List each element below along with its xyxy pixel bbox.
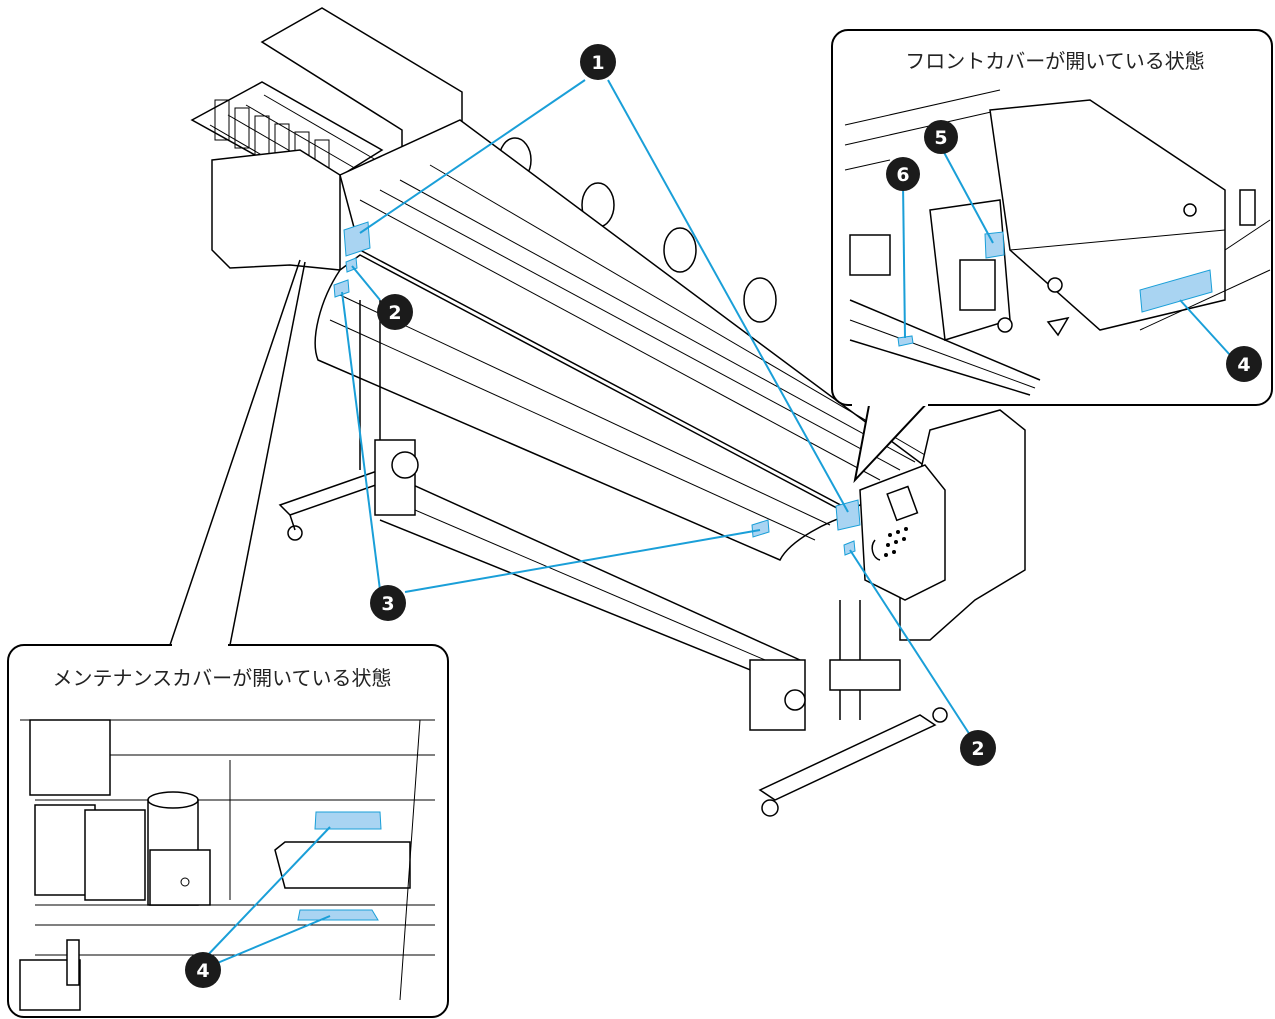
label-6	[897, 335, 914, 347]
callout-2-left-number: 2	[388, 302, 401, 324]
callout-2-left: 2	[377, 294, 413, 330]
label-4-upper	[314, 811, 382, 830]
maintenance-inset-mechanism	[19, 719, 435, 1011]
label-4-lower	[297, 909, 379, 921]
stand	[278, 300, 948, 817]
leader-lines	[204, 79, 1231, 965]
label-3-left	[333, 279, 350, 298]
callout-4-front: 4	[1226, 346, 1262, 382]
callout-6: 6	[886, 157, 920, 191]
front-inset-mechanism	[844, 89, 1271, 396]
label-5	[984, 231, 1005, 259]
callout-1-number: 1	[591, 52, 604, 74]
maintenance-cover-inset: メンテナンスカバーが開いている状態	[7, 259, 449, 1018]
label-1-right	[835, 499, 861, 531]
take-up-roll	[379, 469, 801, 691]
label-4-front	[1139, 269, 1213, 313]
callout-1: 1	[580, 44, 616, 80]
callout-3-number: 3	[381, 593, 394, 615]
label-3-right	[751, 519, 770, 538]
maintenance-cover-caption: メンテナンスカバーが開いている状態	[53, 666, 392, 690]
callout-4-maintenance-number: 4	[196, 960, 209, 982]
printer-illustration	[190, 7, 1026, 817]
left-side-body	[211, 149, 341, 271]
front-cover-inset: フロントカバーが開いている状態	[831, 29, 1273, 484]
callout-2-right: 2	[960, 730, 996, 766]
callout-6-number: 6	[896, 164, 909, 186]
callout-2-right-number: 2	[971, 738, 984, 760]
callout-4-maintenance: 4	[185, 952, 221, 988]
body-shading-lines	[359, 164, 926, 481]
callout-4-front-number: 4	[1237, 354, 1250, 376]
callout-5: 5	[924, 120, 958, 154]
front-cover-caption: フロントカバーが開いている状態	[905, 49, 1204, 73]
callout-5-number: 5	[934, 127, 947, 149]
right-side-unit	[859, 409, 1026, 641]
label-2-right	[843, 540, 856, 556]
callout-3: 3	[370, 585, 406, 621]
